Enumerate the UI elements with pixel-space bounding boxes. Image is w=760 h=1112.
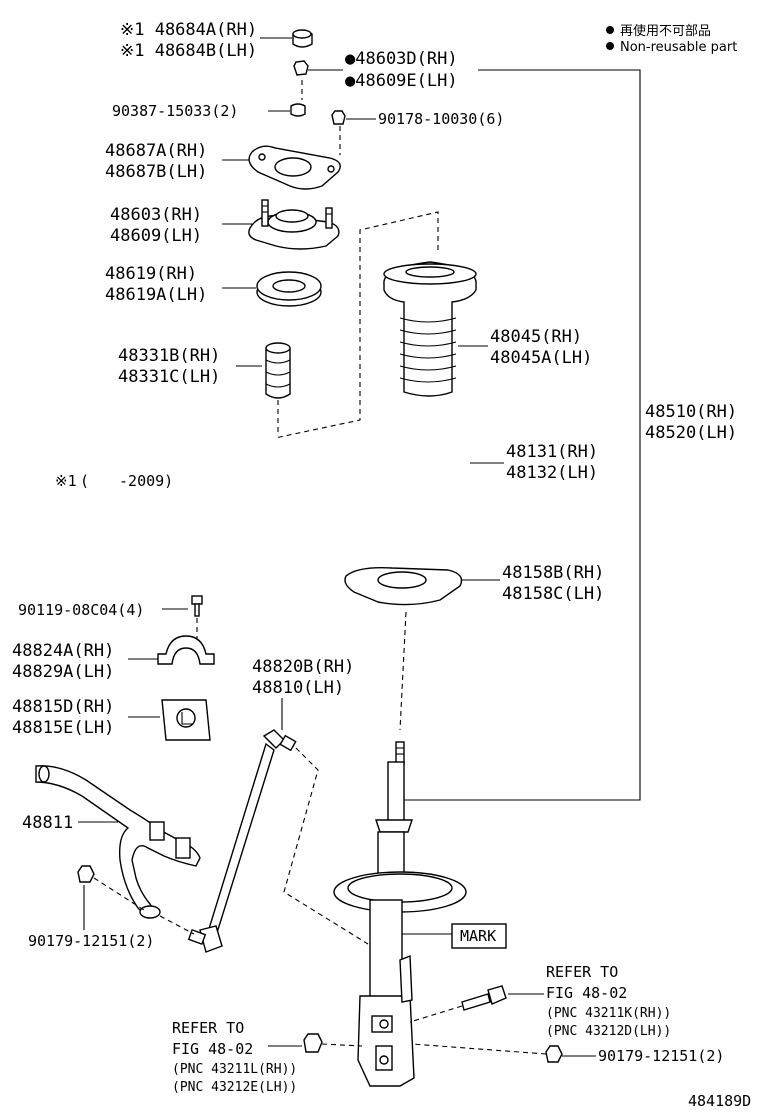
part-90178-nut — [331, 110, 346, 125]
note-mark: ※1 — [55, 472, 77, 490]
part-48684-cap — [292, 29, 313, 48]
label-48811: 48811 — [22, 813, 73, 833]
refer-right-1: REFER TO — [546, 963, 618, 981]
bullet-icon — [606, 26, 614, 34]
part-90387-collar — [290, 103, 306, 117]
label-48684a: ※1 48684A(RH) — [120, 20, 257, 40]
part-90179-nut-left — [77, 865, 95, 883]
label-90179-right: 90179-12151(2) — [598, 1047, 724, 1065]
refer-right-4: (PNC 43212D(LH)) — [546, 1024, 671, 1039]
label-48603: 48603(RH) — [110, 205, 202, 225]
label-48829a: 48829A(LH) — [12, 662, 114, 682]
note-range: ( -2009) — [80, 472, 173, 490]
part-nut-right — [545, 1045, 563, 1063]
part-90119-bolt — [191, 595, 203, 617]
label-48131: 48131(RH) — [506, 442, 598, 462]
part-48045-boot — [383, 261, 477, 397]
label-48815e: 48815E(LH) — [12, 718, 114, 738]
label-48609e: ●48609E(LH) — [345, 71, 458, 91]
label-90119: 90119-08C04(4) — [18, 601, 144, 619]
label-48687a: 48687A(RH) — [105, 141, 207, 161]
label-48820b: 48820B(RH) — [252, 657, 354, 677]
label-48158b: 48158B(RH) — [502, 563, 604, 583]
part-nut-left — [303, 1033, 323, 1053]
refer-left-3: (PNC 43211L(RH)) — [172, 1062, 297, 1077]
label-48687b: 48687B(LH) — [105, 162, 207, 182]
legend-en: Non-reusable part — [620, 40, 737, 55]
part-48331-bumper — [265, 342, 291, 399]
mark-label: MARK — [460, 927, 496, 945]
label-48045a: 48045A(LH) — [490, 348, 592, 368]
label-48810: 48810(LH) — [252, 678, 344, 698]
label-90387: 90387-15033(2) — [112, 102, 238, 120]
part-48131-spring — [356, 412, 472, 544]
refer-left-4: (PNC 43212E(LH)) — [172, 1080, 297, 1095]
part-48603-support — [248, 199, 340, 250]
label-48619a: 48619A(LH) — [105, 285, 207, 305]
label-48684b: ※1 48684B(LH) — [120, 41, 257, 61]
label-48510: 48510(RH) — [645, 402, 737, 422]
part-48158-insulator — [344, 566, 463, 606]
label-90179-left: 90179-12151(2) — [28, 932, 154, 950]
refer-left-1: REFER TO — [172, 1019, 244, 1037]
label-48815d: 48815D(RH) — [12, 697, 114, 717]
assembly-bracket — [402, 69, 641, 801]
label-48619: 48619(RH) — [105, 264, 197, 284]
part-48603d-nut — [293, 60, 309, 76]
bullet-icon — [606, 42, 614, 50]
legend-jp: 再使用不可部品 — [620, 23, 711, 39]
label-48331b: 48331B(RH) — [118, 346, 220, 366]
label-48603d: ●48603D(RH) — [345, 49, 458, 69]
part-bolt-right — [461, 985, 507, 1011]
label-48520: 48520(LH) — [645, 423, 737, 443]
legend: 再使用不可部品 Non-reusable part — [606, 23, 737, 55]
part-48619-bearing — [256, 271, 322, 307]
refer-right-2: FIG 48-02 — [546, 984, 627, 1002]
part-48820-link — [187, 729, 297, 953]
refer-right-3: (PNC 43211K(RH)) — [546, 1006, 671, 1021]
refer-left-2: FIG 48-02 — [172, 1040, 253, 1058]
part-48815-bushing — [161, 699, 211, 741]
part-48687-plate — [248, 145, 341, 190]
part-shock-absorber — [333, 741, 467, 1087]
part-48811-stabilizer — [35, 765, 201, 919]
label-48824a: 48824A(RH) — [12, 641, 114, 661]
mark-box — [451, 923, 507, 949]
label-48331c: 48331C(LH) — [118, 367, 220, 387]
label-48045: 48045(RH) — [490, 327, 582, 347]
figure-id: 484189D — [688, 1092, 751, 1110]
label-48158c: 48158C(LH) — [502, 584, 604, 604]
label-48609: 48609(LH) — [110, 226, 202, 246]
label-90178: 90178-10030(6) — [378, 110, 504, 128]
part-48824-bracket — [157, 635, 215, 665]
label-48132: 48132(LH) — [506, 463, 598, 483]
